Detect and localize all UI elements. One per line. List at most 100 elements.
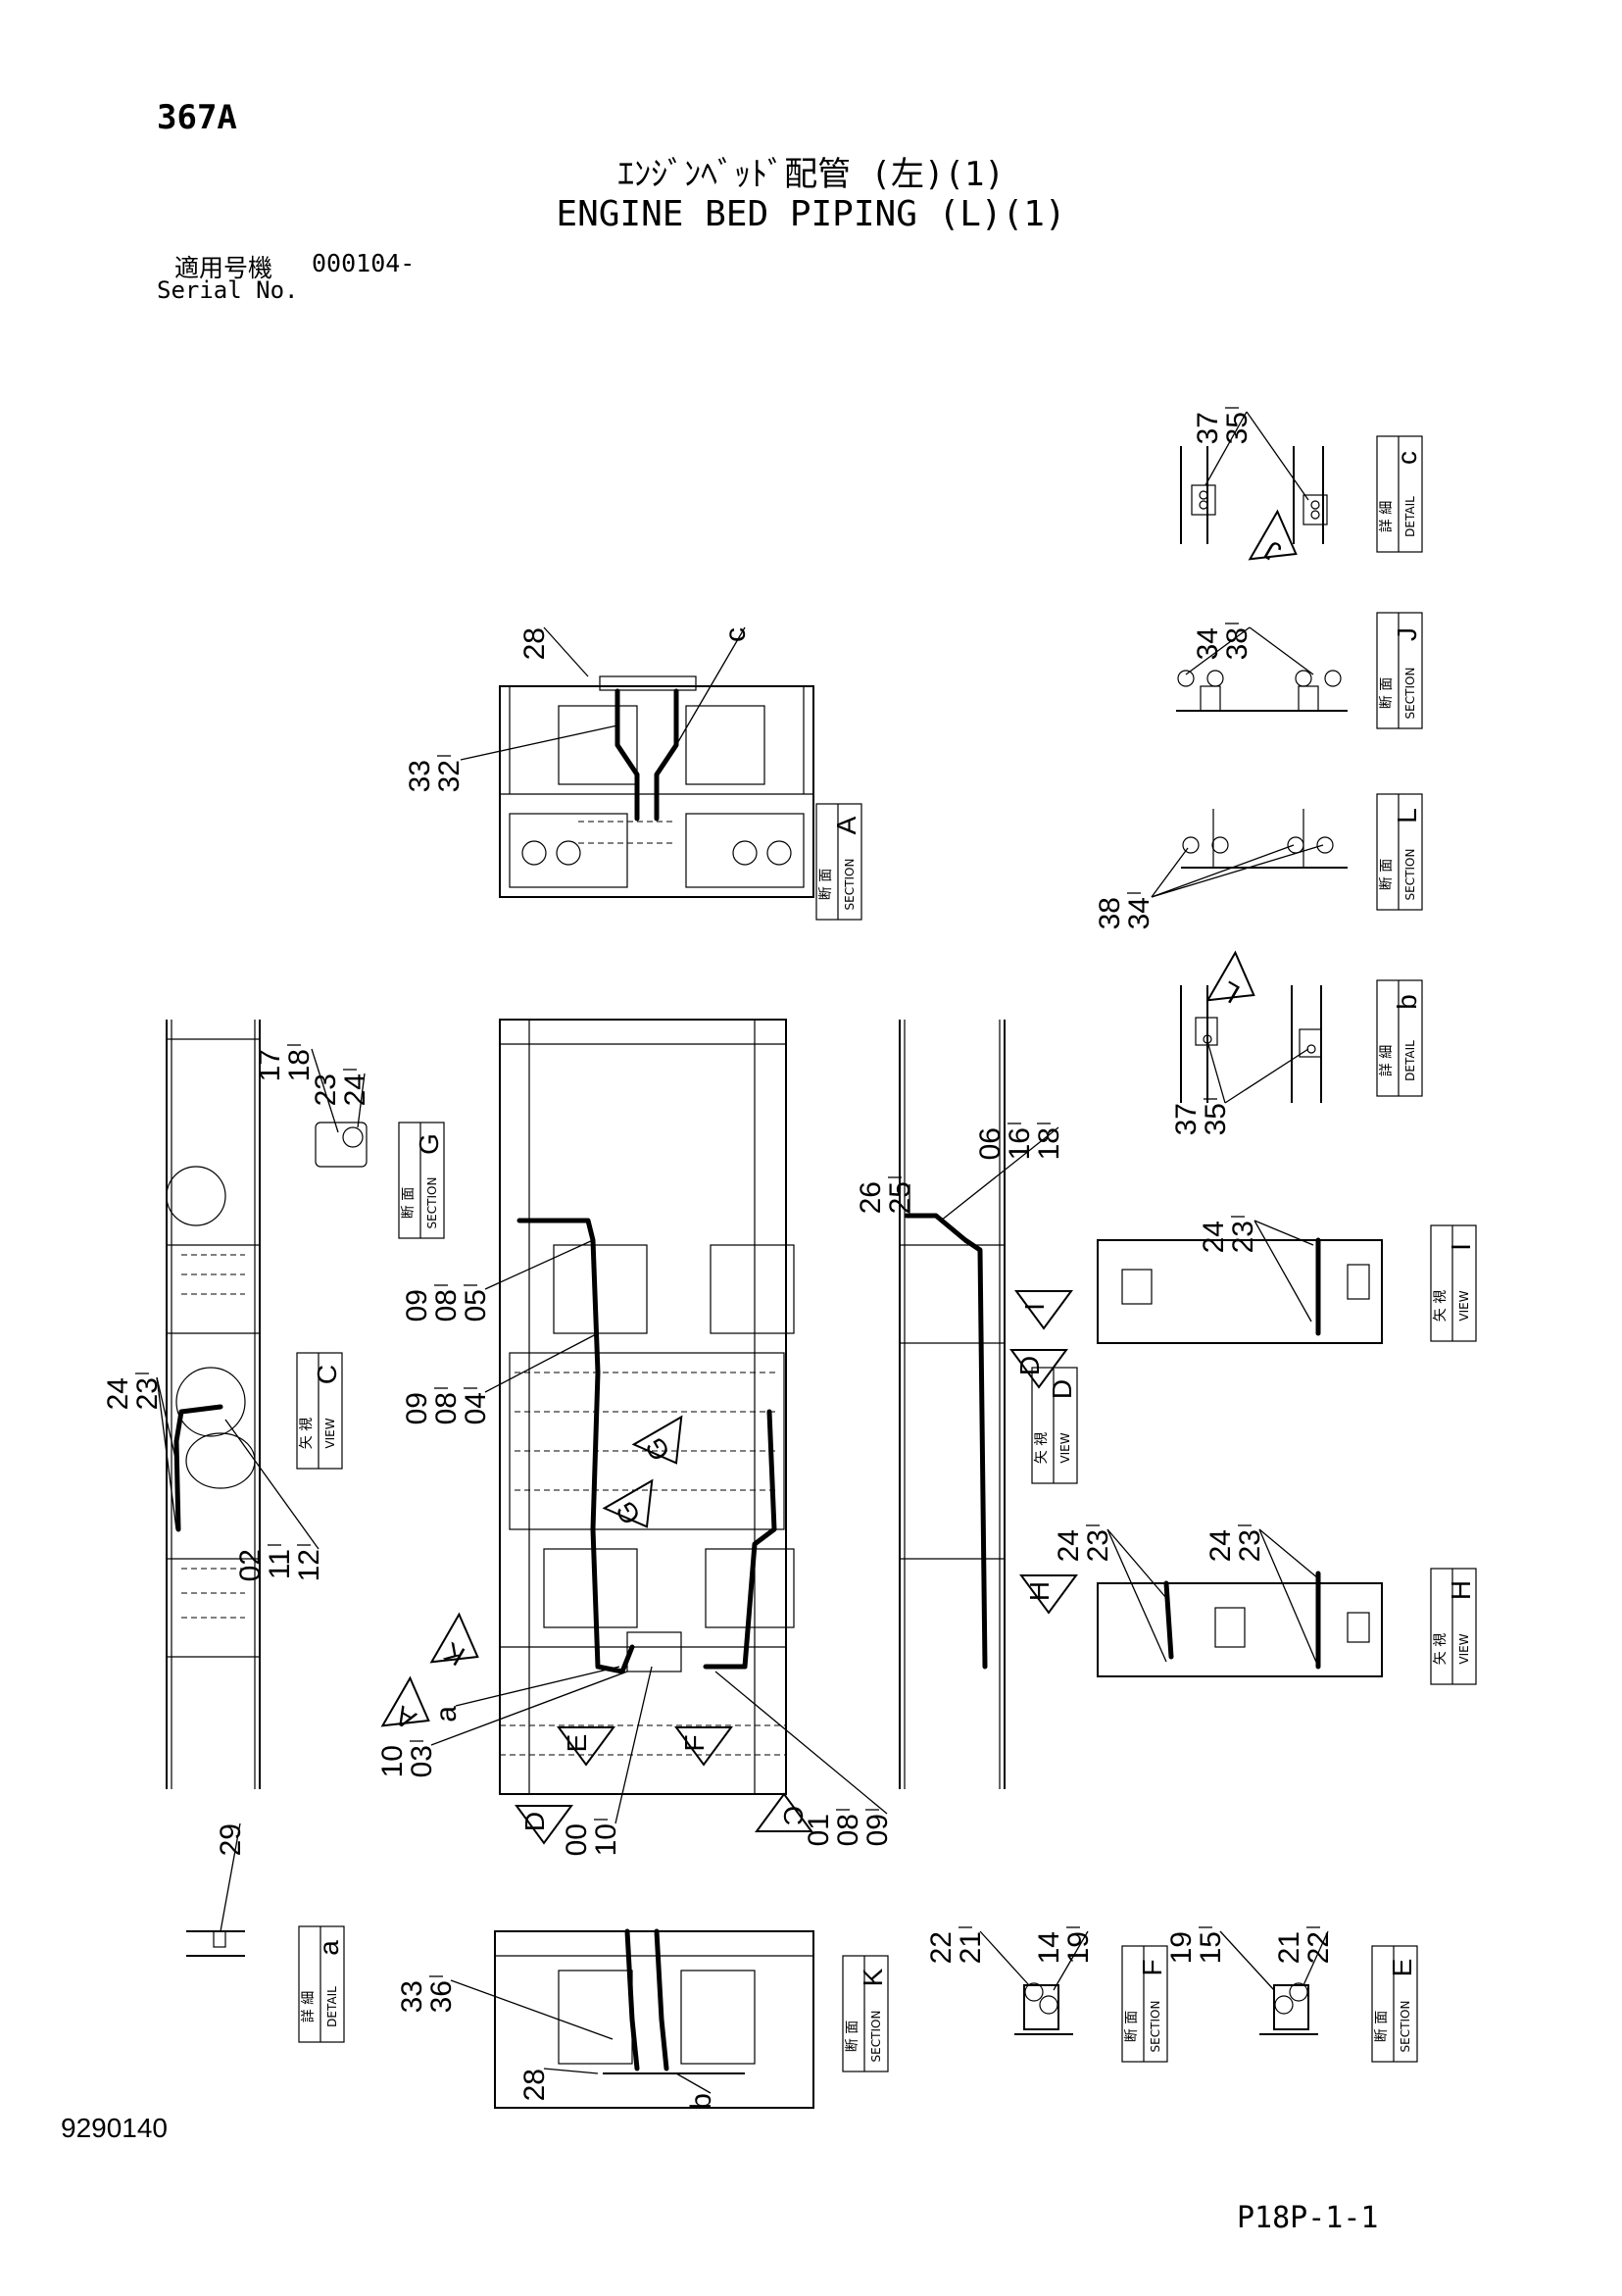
title-japanese: ｴﾝｼﾞﾝﾍﾞｯﾄﾞ配管 (左)(1) bbox=[617, 155, 1005, 194]
view-arrow-letter: E bbox=[562, 1734, 592, 1753]
callout-number: 33 bbox=[396, 1980, 428, 2013]
page-id: 367A bbox=[157, 98, 237, 137]
callout-number: 10 bbox=[376, 1745, 409, 1777]
caption-japanese: 矢 視 bbox=[299, 1418, 315, 1449]
callout-number: 08 bbox=[832, 1814, 864, 1846]
callout-c19: a bbox=[430, 1706, 463, 1722]
caption-letter: L bbox=[1392, 808, 1422, 824]
view-arrow-letter: I bbox=[1019, 1303, 1050, 1311]
section-a-drawing bbox=[499, 675, 814, 898]
caption-letter: E bbox=[1387, 1959, 1417, 1977]
callout-number: 15 bbox=[1195, 1931, 1227, 1964]
view-arrow-letter: D bbox=[519, 1812, 550, 1831]
view-i-drawing bbox=[1097, 1237, 1383, 1344]
callout-number: 22 bbox=[925, 1931, 958, 1964]
callout-number: 37 bbox=[1192, 412, 1224, 444]
callout-number: 09 bbox=[861, 1814, 894, 1846]
callout-number: 18 bbox=[283, 1049, 316, 1081]
caption-japanese: 断 面 bbox=[818, 869, 834, 900]
callout-number: 35 bbox=[1200, 1103, 1232, 1135]
detail-a-drawing bbox=[186, 1930, 245, 1957]
callout-number: 00 bbox=[561, 1823, 593, 1856]
callout-number: 03 bbox=[406, 1745, 438, 1777]
caption-japanese: 矢 視 bbox=[1034, 1432, 1050, 1464]
serial-label-english: Serial No. bbox=[157, 276, 299, 304]
callout-c03: 28 bbox=[518, 627, 551, 660]
caption-section-a: 断 面 SECTION A bbox=[815, 803, 862, 921]
callout-number: 24 bbox=[1198, 1221, 1230, 1253]
caption-letter: A bbox=[831, 816, 861, 834]
view-arrow-h: H bbox=[1019, 1574, 1078, 1615]
caption-detail-a: 詳 細 DETAIL a bbox=[298, 1925, 345, 2043]
view-arrow-letter: C bbox=[778, 1806, 809, 1825]
caption-japanese: 詳 細 bbox=[301, 1991, 317, 2022]
caption-english: VIEW bbox=[1457, 1633, 1471, 1664]
caption-japanese: 断 面 bbox=[1124, 2011, 1140, 2042]
callout-number: 08 bbox=[430, 1289, 463, 1322]
caption-english: SECTION bbox=[843, 859, 857, 911]
callout-number: 02 bbox=[234, 1549, 267, 1581]
caption-japanese: 矢 視 bbox=[1433, 1633, 1449, 1665]
caption-english: SECTION bbox=[869, 2011, 883, 2063]
callout-c30: b bbox=[685, 2093, 717, 2110]
callout-number: 29 bbox=[215, 1823, 247, 1856]
caption-japanese: 断 面 bbox=[1379, 677, 1395, 709]
caption-japanese: 断 面 bbox=[1379, 859, 1395, 890]
caption-japanese: 矢 視 bbox=[1433, 1290, 1449, 1322]
callout-number: b bbox=[685, 2093, 717, 2110]
callout-number: 24 bbox=[339, 1073, 371, 1106]
callout-number: 12 bbox=[293, 1549, 325, 1581]
view-arrow-d: D bbox=[515, 1805, 573, 1845]
section-j-drawing bbox=[1176, 670, 1348, 712]
caption-letter: a bbox=[314, 1940, 344, 1956]
callout-number: 10 bbox=[590, 1823, 622, 1856]
callout-number: 36 bbox=[425, 1980, 458, 2013]
caption-english: DETAIL bbox=[1403, 1040, 1417, 1081]
callout-number: 28 bbox=[518, 2069, 551, 2101]
view-arrow-j: J bbox=[1248, 509, 1298, 568]
view-arrow-letter: J bbox=[1259, 534, 1287, 568]
section-e-drawing bbox=[1259, 1982, 1318, 2035]
leader-lines bbox=[156, 411, 1329, 2094]
callout-number: 19 bbox=[1062, 1931, 1095, 1964]
title-english: ENGINE BED PIPING (L)(1) bbox=[556, 194, 1066, 234]
callout-number: 28 bbox=[518, 627, 551, 660]
caption-english: DETAIL bbox=[325, 1986, 339, 2027]
callout-number: 09 bbox=[401, 1392, 433, 1424]
callout-number: 18 bbox=[1033, 1127, 1065, 1160]
caption-japanese: 断 面 bbox=[401, 1187, 417, 1219]
callout-number: a bbox=[430, 1706, 463, 1722]
callout-number: 23 bbox=[1082, 1529, 1114, 1562]
callout-number: 35 bbox=[1221, 412, 1253, 444]
main-plan-drawing bbox=[499, 1019, 795, 1795]
callout-number: 08 bbox=[430, 1392, 463, 1424]
callout-number: 37 bbox=[1170, 1103, 1203, 1135]
callout-number: 23 bbox=[1227, 1221, 1259, 1253]
section-k-drawing bbox=[494, 1928, 814, 2109]
caption-english: SECTION bbox=[425, 1177, 439, 1229]
view-h-drawing bbox=[1097, 1571, 1383, 1677]
section-f-drawing bbox=[1014, 1982, 1073, 2035]
callout-number: 23 bbox=[1234, 1529, 1266, 1562]
right-column-drawing bbox=[899, 1020, 1006, 1789]
view-arrow-e: E bbox=[557, 1726, 615, 1767]
